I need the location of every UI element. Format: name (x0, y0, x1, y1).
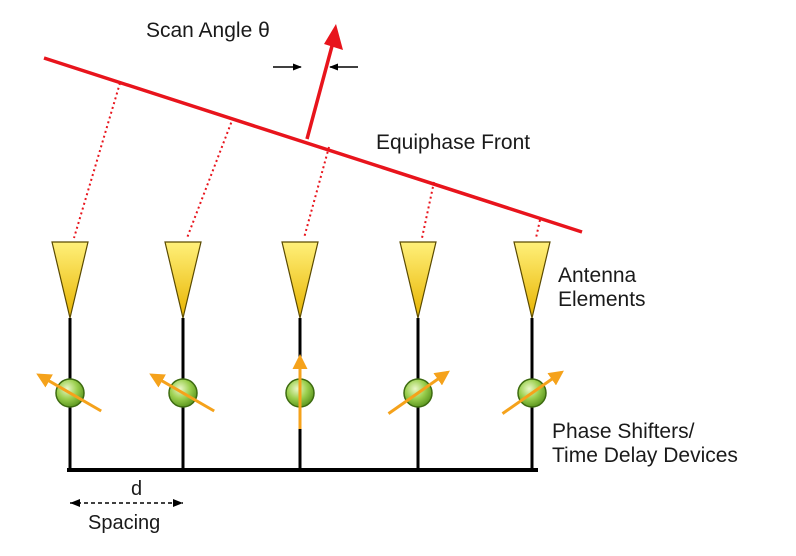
ray-5 (535, 219, 541, 239)
antenna-element-1 (36, 82, 121, 470)
spacing-arrow-left (70, 499, 80, 507)
scan-direction-arrow (305, 45, 334, 140)
ray-3 (303, 146, 330, 239)
scan-arrow-head (324, 24, 343, 50)
antenna-element-4 (387, 181, 450, 470)
spacing-arrow-right (173, 499, 183, 507)
antenna-horn-5 (513, 241, 551, 319)
ray-1 (73, 82, 121, 239)
antenna-label-line1: Antenna (558, 264, 637, 287)
phase-label-line1: Phase Shifters/ (552, 420, 695, 443)
scan-angle-label: Scan Angle θ (146, 19, 270, 42)
antenna-element-3 (281, 146, 330, 470)
antenna-elements-label: Antenna Elements (558, 264, 646, 312)
antenna-horn-1 (51, 241, 89, 319)
equiphase-front-line (43, 56, 583, 234)
phase-shifters-label: Phase Shifters/ Time Delay Devices (552, 420, 738, 468)
equiphase-front-label: Equiphase Front (376, 131, 531, 154)
phase-arrow-1 (36, 373, 102, 413)
phase-label-line2: Time Delay Devices (552, 444, 738, 468)
spacing-d-label: d (131, 478, 143, 500)
ray-4 (421, 181, 435, 239)
antenna-horn-4 (399, 241, 437, 319)
ray-2 (186, 117, 234, 239)
antenna-label-line2: Elements (558, 288, 646, 312)
phase-arrow-5 (501, 370, 564, 415)
antenna-element-5 (501, 219, 564, 470)
antenna-element-2 (149, 117, 234, 470)
phase-arrow-2 (149, 373, 215, 413)
spacing-label: Spacing (88, 512, 161, 534)
antenna-horn-2 (164, 241, 202, 319)
antenna-horn-3 (281, 241, 319, 319)
phase-arrow-4 (387, 370, 450, 415)
